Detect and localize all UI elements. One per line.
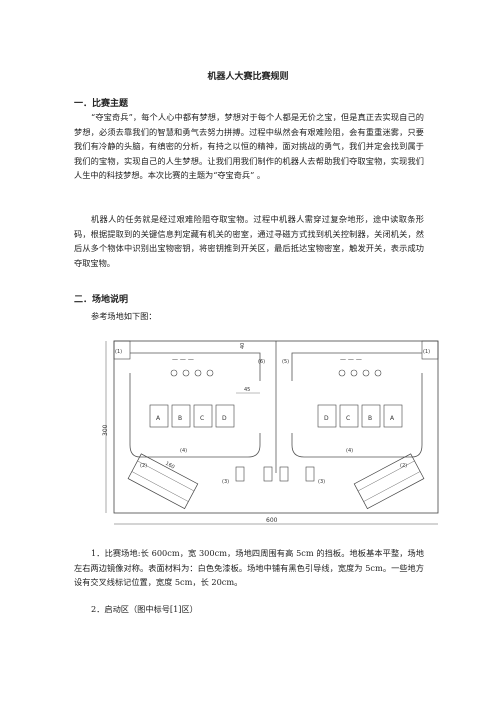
zone-label-2-right: (2) bbox=[400, 463, 407, 469]
left-box-d: D bbox=[222, 415, 227, 422]
start-zone-left bbox=[113, 340, 131, 360]
left-box-a: A bbox=[156, 415, 161, 422]
zone-label-1-right: (1) bbox=[423, 349, 430, 355]
start-zone-right bbox=[421, 340, 439, 360]
venue-item-1: 1．比赛场地:长 600cm，宽 300cm，场地四周围有高 5cm 的挡板。地… bbox=[74, 548, 424, 588]
zone-label-2-left: (2) bbox=[140, 463, 147, 469]
right-circle-row bbox=[338, 369, 382, 377]
dim-45-label: 45 bbox=[244, 387, 250, 393]
document-title: 机器人大赛比赛规则 bbox=[207, 72, 289, 82]
left-top-dashes: — — — bbox=[172, 356, 194, 363]
left-guide-path bbox=[129, 352, 261, 458]
right-top-dashes: — — — bbox=[340, 356, 362, 363]
left-box-b: B bbox=[178, 415, 182, 422]
right-box-a: A bbox=[390, 415, 395, 422]
right-box-d: D bbox=[324, 415, 329, 422]
right-box-c: C bbox=[346, 415, 350, 422]
section-heading-theme: 一．比赛主题 bbox=[74, 99, 129, 109]
venue-item-2: 2．启动区（图中标号[1]区） bbox=[91, 604, 198, 614]
dim-160-label: 160 bbox=[164, 461, 175, 471]
venue-intro: 参考场地如下图： bbox=[91, 311, 157, 321]
right-ramp bbox=[353, 453, 425, 510]
left-circle-row bbox=[170, 369, 214, 377]
zone-label-3-left: (3) bbox=[222, 479, 229, 485]
section-heading-venue: 二．场地说明 bbox=[74, 295, 129, 305]
height-label: 300 bbox=[102, 424, 109, 436]
left-rooms: A B C D bbox=[149, 404, 235, 428]
right-box-b: B bbox=[368, 415, 372, 422]
center-bumps bbox=[235, 466, 315, 482]
zone-label-6: (6) bbox=[258, 359, 265, 365]
theme-paragraph-1: “夺宝奇兵”，每个人心中都有梦想，梦想对于每个人都是无价之宝，但是真正去实现自己… bbox=[74, 112, 424, 181]
zone-label-4-right: (4) bbox=[346, 448, 353, 454]
zone-label-4-left: (4) bbox=[180, 448, 187, 454]
left-ramp: 160 bbox=[127, 453, 199, 510]
left-box-c: C bbox=[200, 415, 204, 422]
field-diagram: 300 600 (1) (1) — — — — — — A bbox=[102, 340, 439, 525]
dim-40-label: 40 bbox=[240, 343, 246, 349]
right-guide-path bbox=[291, 352, 423, 458]
right-rooms: D C B A bbox=[317, 404, 403, 428]
zone-label-3-right: (3) bbox=[318, 479, 325, 485]
zone-label-5: (5) bbox=[282, 359, 289, 365]
theme-paragraph-2: 机器人的任务就是经过艰难险阻夺取宝物。过程中机器人需穿过复杂地形，途中读取条形码… bbox=[74, 214, 424, 268]
zone-label-1-left: (1) bbox=[115, 349, 122, 355]
width-label: 600 bbox=[266, 517, 278, 524]
